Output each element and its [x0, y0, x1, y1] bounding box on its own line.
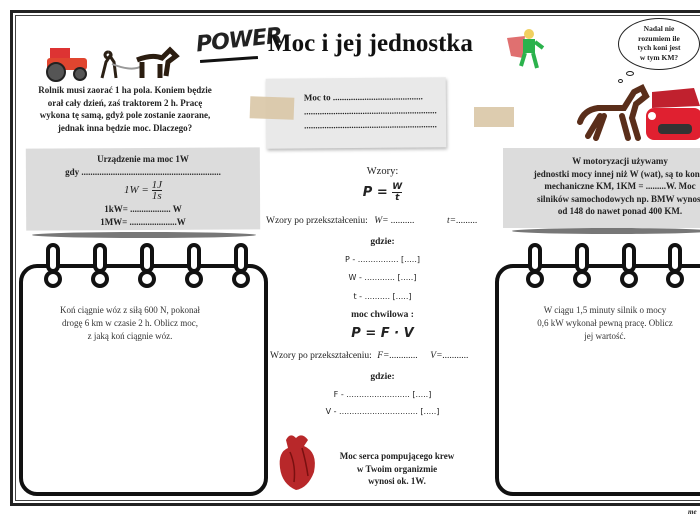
task-right-text: W ciągu 1,5 minuty silnik o mocy 0,6 kW … — [515, 304, 695, 343]
v-blank[interactable]: V=........... — [430, 351, 469, 361]
where-label: gdzie: — [370, 372, 395, 382]
task-line: drogę 6 km w czasie 2 h. Oblicz moc, — [62, 318, 198, 328]
horse-car-illustration — [577, 83, 700, 141]
notebook-left — [19, 264, 268, 496]
var-t[interactable]: t - .......... [.....] — [353, 292, 412, 301]
definition-line: ........................................… — [304, 119, 437, 131]
thought-line: w tym KM? — [639, 52, 679, 62]
var-f[interactable]: F - ......................... [.....] — [333, 390, 432, 399]
page-border — [10, 10, 700, 506]
km-box — [503, 148, 700, 228]
transform-row-2: Wzory po przekształceniu: F=............… — [270, 351, 469, 361]
heart-line: w Twoim organizmie — [356, 463, 438, 474]
transform-row-1: Wzory po przekształceniu: W= .......... … — [266, 216, 477, 226]
intro-line: jednak inna będzie moc. Dlaczego? — [57, 122, 193, 133]
thought-bubble — [618, 18, 700, 70]
ring — [528, 243, 542, 273]
ring — [46, 243, 60, 273]
ring — [622, 243, 636, 273]
km-line: mechaniczne KM, 1KM = .........W. Moc — [544, 181, 696, 191]
intro-line: wykona tę samą, gdyż pole zostanie zaora… — [39, 110, 211, 120]
superhero-icon — [507, 29, 545, 69]
thought-dot — [618, 79, 623, 83]
thought-line: Nadal nie — [643, 24, 675, 33]
task-line: Koń ciągnie wóz z siłą 600 N, pokonał — [60, 305, 200, 315]
brown-horse-icon — [577, 83, 650, 141]
f-blank[interactable]: F=............ — [377, 351, 418, 361]
formulas-heading: Wzory: — [366, 166, 399, 177]
heart-line: wynosi ok. 1W. — [368, 476, 426, 486]
footer-credit: me — [688, 508, 697, 516]
task-left-text: Koń ciągnie wóz z siłą 600 N, pokonał dr… — [30, 304, 230, 343]
car-hood-icon — [652, 88, 700, 108]
unit-heading: Urządzenie ma moc 1W — [97, 154, 189, 164]
km-line: silników samochodowych np. BMW wynosi — [536, 193, 700, 204]
mw-line: 1MW= .....................W — [100, 216, 186, 227]
km-box-content: W motoryzacji używamy jednostki mocy inn… — [504, 155, 700, 218]
numerator: 1J — [151, 179, 162, 191]
page-border-inner — [15, 15, 700, 501]
unit-when: gdy ....................................… — [65, 166, 221, 177]
horse-icon — [136, 46, 180, 78]
km-line: od 148 do nawet ponad 400 KM. — [557, 206, 683, 216]
page-title: Moc i jej jednostka — [268, 30, 473, 57]
km-line: W motoryzacji używamy — [572, 156, 668, 166]
task-line: jej wartość. — [584, 331, 626, 341]
unit-box-shadow — [32, 232, 256, 238]
intro-line: orał cały dzień, zaś traktorem 2 h. Prac… — [47, 97, 203, 108]
where-label: gdzie: — [370, 237, 395, 247]
thought-bubble-text: Nadal nie rozumiem ile tych koni jest w … — [622, 24, 696, 62]
task-line: z jaką koń ciągnie wóz. — [87, 331, 173, 341]
tape-left — [249, 96, 295, 120]
km-line: jednostki mocy innej niż W (wat), są to … — [533, 168, 700, 179]
km-box-shadow — [512, 228, 700, 234]
tractor-horse-illustration — [46, 46, 180, 82]
denominator: t — [395, 193, 400, 203]
thought-line: tych koni jest — [637, 43, 681, 52]
definition-line: Moc to .................................… — [303, 91, 423, 103]
kw-line: 1kW= .................. W — [104, 204, 182, 214]
ring — [575, 243, 589, 273]
var-v[interactable]: V - ............................... [...… — [325, 407, 440, 416]
numerator: W — [392, 182, 403, 193]
task-line: 0,6 kW wykonał pewną pracę. Oblicz — [537, 318, 673, 328]
definition-line: ........................................… — [303, 105, 437, 117]
formula-lhs: 1W = — [124, 184, 149, 197]
tape-right — [474, 107, 514, 127]
thought-line: rozumiem ile — [638, 33, 680, 43]
var-p[interactable]: P - ................ [.....] — [345, 255, 420, 264]
instant-power-heading: moc chwilowa : — [351, 310, 414, 320]
ring — [93, 243, 107, 273]
ring — [140, 243, 154, 273]
ring — [187, 243, 201, 273]
intro-text: Rolnik musi zaorać 1 ha pola. Koniem będ… — [15, 84, 235, 134]
denominator: 1s — [151, 190, 162, 202]
t-blank[interactable]: t=......... — [447, 216, 478, 226]
instant-power-formula: P = F · V — [351, 326, 414, 341]
notebook-right — [495, 264, 700, 496]
var-w[interactable]: W - ............ [.....] — [348, 273, 417, 282]
thought-dot — [626, 71, 634, 76]
formula-lhs: P = — [362, 185, 388, 200]
heart-fact: Moc serca pompującego krew w Twoim organ… — [322, 450, 472, 488]
w-blank[interactable]: W= .......... — [374, 216, 415, 226]
task-line: W ciągu 1,5 minuty silnik o mocy — [543, 305, 667, 315]
ring — [234, 243, 248, 273]
ring — [668, 243, 682, 273]
heart-icon — [279, 435, 315, 490]
transform-label: Wzory po przekształceniu: — [270, 351, 372, 361]
unit-box-content: Urządzenie ma moc 1W gdy ...............… — [26, 153, 260, 228]
transform-label: Wzory po przekształceniu: — [266, 216, 368, 226]
heart-line: Moc serca pompującego krew — [339, 451, 455, 461]
intro-line: Rolnik musi zaorać 1 ha pola. Koniem będ… — [38, 85, 212, 95]
farmer-icon — [100, 50, 118, 79]
